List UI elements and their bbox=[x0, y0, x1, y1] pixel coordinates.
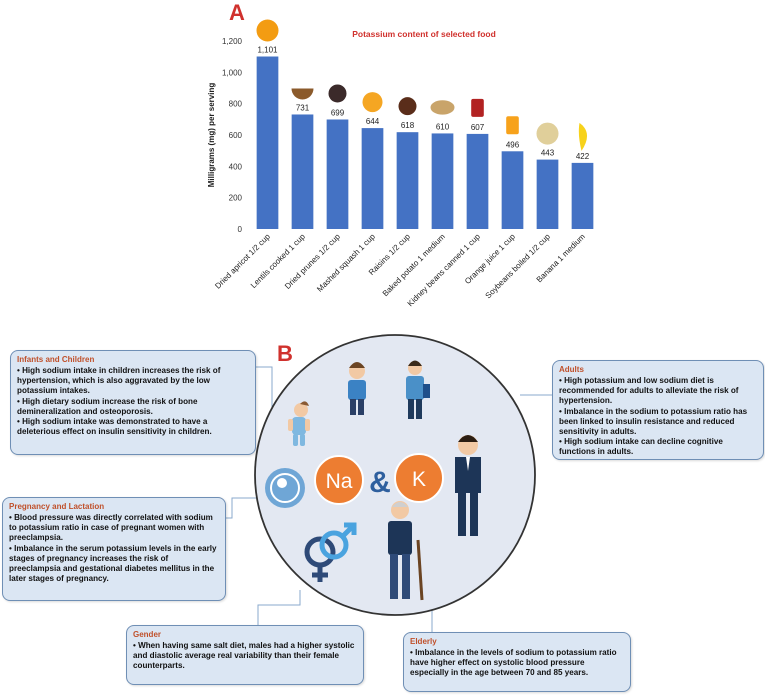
raisins-icon bbox=[398, 97, 417, 116]
student-icon bbox=[406, 360, 430, 419]
bar bbox=[431, 133, 454, 229]
bar bbox=[396, 132, 419, 229]
potassium-bar-chart: Potassium content of selected food Milli… bbox=[207, 19, 594, 309]
bar bbox=[571, 162, 594, 229]
x-tick-label: Kidney beans canned 1 cup bbox=[406, 232, 483, 309]
chart-title: Potassium content of selected food bbox=[352, 29, 496, 39]
apricot-icon bbox=[256, 19, 279, 42]
gender-symbol-icon bbox=[304, 522, 357, 582]
bar-value-label: 422 bbox=[576, 152, 590, 161]
pregnancy-title: Pregnancy and Lactation bbox=[9, 502, 105, 511]
elderly-box: Elderly • Imbalance in the levels of sod… bbox=[403, 632, 631, 692]
x-tick-label: Soybeans boiled 1/2 cup bbox=[484, 232, 553, 301]
y-tick-label: 800 bbox=[229, 100, 243, 109]
connector-pregnancy bbox=[225, 497, 262, 519]
elderly-title: Elderly bbox=[410, 637, 437, 646]
y-tick-label: 1,000 bbox=[222, 68, 243, 77]
panel-b-label: B bbox=[277, 341, 293, 366]
elderly-man-icon bbox=[388, 501, 424, 601]
x-tick-label: Mashed squash 1 cup bbox=[315, 232, 377, 294]
bar bbox=[326, 119, 349, 229]
bar-value-label: 496 bbox=[506, 140, 520, 149]
baked-potato-icon bbox=[430, 100, 455, 115]
bar-value-label: 644 bbox=[366, 117, 380, 126]
y-tick-label: 0 bbox=[238, 225, 243, 234]
bar bbox=[466, 133, 489, 229]
bar bbox=[291, 114, 314, 229]
bar bbox=[501, 151, 524, 229]
x-tick-label: Baked potato 1 medium bbox=[381, 232, 447, 298]
bar bbox=[361, 128, 384, 229]
sodium-label: Na bbox=[326, 470, 353, 493]
bar-value-label: 699 bbox=[331, 108, 345, 117]
bar-value-label: 443 bbox=[541, 149, 555, 158]
elderly-text: • Imbalance in the levels of sodium to p… bbox=[410, 648, 617, 678]
child-icon bbox=[288, 401, 310, 446]
y-tick-label: 1,200 bbox=[222, 37, 243, 46]
pregnancy-text: • Blood pressure was directly correlated… bbox=[9, 513, 217, 584]
bar bbox=[536, 159, 559, 229]
bar-value-label: 731 bbox=[296, 103, 310, 112]
connector-infants bbox=[255, 366, 273, 450]
lentils-bowl-icon bbox=[291, 88, 314, 100]
fetus-icon bbox=[265, 468, 305, 508]
potassium-label: K bbox=[412, 468, 426, 491]
pregnancy-lactation-box: Pregnancy and Lactation • Blood pressure… bbox=[2, 497, 226, 601]
panel-a-label: A bbox=[229, 0, 245, 25]
central-circle bbox=[254, 334, 536, 616]
y-tick-label: 400 bbox=[229, 162, 243, 171]
bar-value-label: 618 bbox=[401, 121, 415, 130]
bar bbox=[256, 56, 279, 230]
gender-text: • When having same salt diet, males had … bbox=[133, 641, 355, 671]
y-tick-label: 600 bbox=[229, 131, 243, 140]
connector-gender bbox=[257, 590, 301, 625]
soybeans-icon bbox=[536, 122, 559, 145]
bar-value-label: 1,101 bbox=[257, 46, 278, 55]
infants-title: Infants and Children bbox=[17, 355, 95, 364]
potassium-node bbox=[394, 453, 444, 503]
infants-text: • High sodium intake in children increas… bbox=[17, 366, 221, 437]
adults-box: Adults • High potassium and low sodium d… bbox=[552, 360, 764, 460]
banana-icon bbox=[578, 122, 588, 151]
adult-man-icon bbox=[455, 435, 481, 536]
y-axis-label: Milligrams (mg) per serving bbox=[207, 83, 216, 188]
adults-text: • High potassium and low sodium diet is … bbox=[559, 376, 748, 457]
ampersand-label: & bbox=[369, 466, 391, 499]
sodium-node bbox=[314, 455, 364, 505]
y-tick-label: 200 bbox=[229, 194, 243, 203]
bar-value-label: 607 bbox=[471, 123, 485, 132]
gender-box: Gender • When having same salt diet, mal… bbox=[126, 625, 364, 685]
infants-children-box: Infants and Children • High sodium intak… bbox=[10, 350, 256, 455]
bar-value-label: 610 bbox=[436, 122, 450, 131]
prunes-icon bbox=[328, 84, 347, 103]
squash-icon bbox=[362, 92, 383, 113]
orange-juice-icon bbox=[506, 116, 519, 135]
boy-icon bbox=[348, 362, 366, 415]
kidney-beans-can-icon bbox=[471, 98, 484, 117]
adults-title: Adults bbox=[559, 365, 584, 374]
gender-title: Gender bbox=[133, 630, 162, 639]
